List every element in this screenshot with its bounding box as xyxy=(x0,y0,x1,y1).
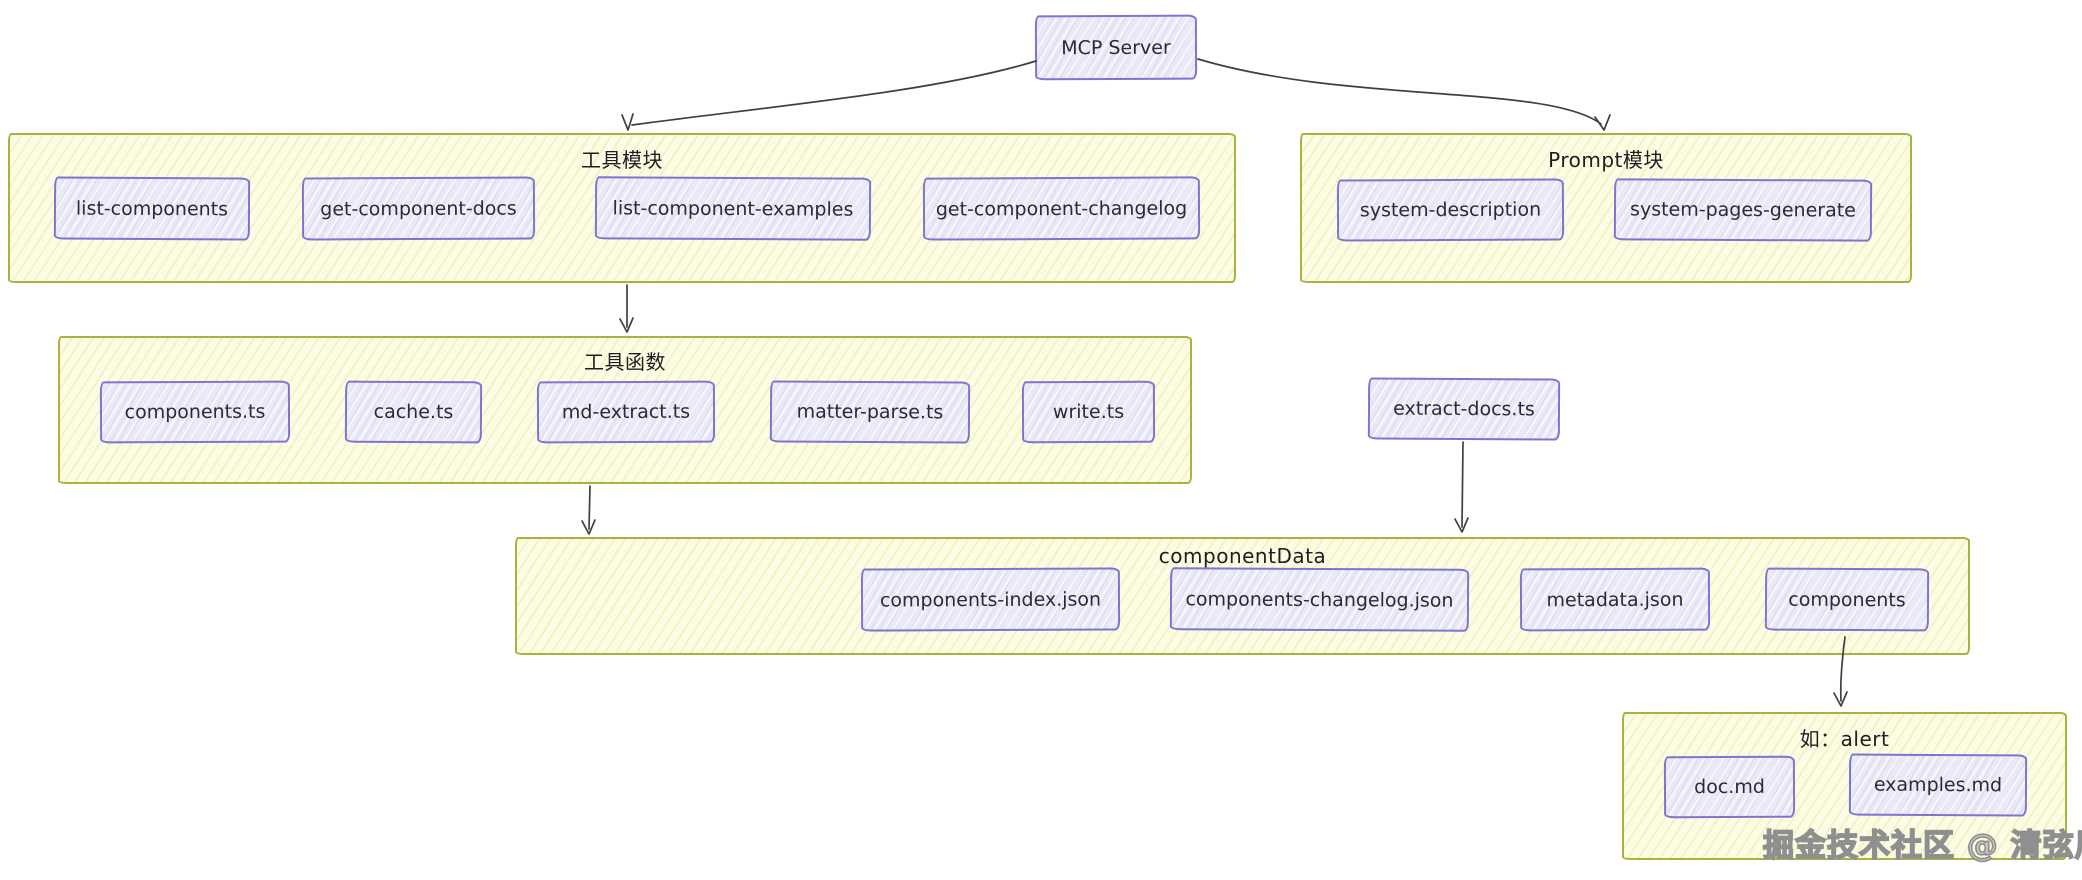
node-label: components.ts xyxy=(124,400,266,424)
node-label: components-changelog.json xyxy=(1185,587,1454,612)
node-label: matter-parse.ts xyxy=(796,400,944,424)
arrowhead-components-to-alert xyxy=(1833,691,1848,707)
arrow-utils-to-componentdata xyxy=(588,485,591,530)
arrow-mcp-to-prompt xyxy=(1197,58,1602,125)
group-utils-label: 工具函数 xyxy=(584,350,666,374)
node-label: md-extract.ts xyxy=(561,400,691,424)
group-prompt-label: Prompt模块 xyxy=(1548,148,1664,172)
node-label: get-component-changelog xyxy=(935,196,1188,221)
group-util-functions: 工具函数 components.ts cache.ts md-extract.t… xyxy=(58,336,1192,484)
node-system-description: system-description xyxy=(1336,178,1565,242)
node-label: list-components xyxy=(75,197,229,220)
node-components-changelog-json: components-changelog.json xyxy=(1169,567,1470,632)
node-mcp-server: MCP Server xyxy=(1034,14,1198,81)
group-tools-label: 工具模块 xyxy=(581,148,663,172)
node-components-index-json: components-index.json xyxy=(860,567,1121,632)
node-write-ts: write.ts xyxy=(1021,380,1156,444)
group-prompt-module: Prompt模块 system-description system-pages… xyxy=(1300,133,1912,283)
node-system-pages-generate: system-pages-generate xyxy=(1613,178,1873,242)
node-matter-parse-ts: matter-parse.ts xyxy=(769,380,971,444)
node-label: MCP Server xyxy=(1061,36,1171,59)
node-examples-md: examples.md xyxy=(1848,753,2028,817)
node-label: doc.md xyxy=(1694,775,1765,799)
arrowhead-mcp-to-tools xyxy=(621,113,634,131)
node-label: metadata.json xyxy=(1546,588,1684,611)
node-label: system-pages-generate xyxy=(1630,198,1856,222)
node-label: write.ts xyxy=(1052,400,1125,424)
node-label: components-index.json xyxy=(879,588,1102,611)
arrow-mcp-to-tools xyxy=(631,60,1037,126)
arrowhead-extractdocs-to-componentdata xyxy=(1454,517,1469,533)
group-alert-label: 如：alert xyxy=(1799,727,1890,751)
node-doc-md: doc.md xyxy=(1663,755,1796,819)
node-extract-docs-ts: extract-docs.ts xyxy=(1367,377,1561,441)
node-metadata-json: metadata.json xyxy=(1519,567,1711,632)
node-list-components: list-components xyxy=(53,176,251,241)
node-label: list-component-examples xyxy=(612,196,854,221)
node-label: cache.ts xyxy=(373,400,454,424)
group-alert-example: 如：alert doc.md examples.md xyxy=(1622,712,2067,860)
arrow-extractdocs-to-componentdata xyxy=(1461,441,1464,528)
node-components-dir: components xyxy=(1764,567,1930,632)
node-label: get-component-docs xyxy=(320,197,517,220)
node-get-component-changelog: get-component-changelog xyxy=(922,176,1201,241)
node-list-component-examples: list-component-examples xyxy=(594,176,872,241)
node-label: extract-docs.ts xyxy=(1393,397,1535,421)
arrowhead-tools-to-utils xyxy=(619,317,634,333)
node-md-extract-ts: md-extract.ts xyxy=(536,380,716,444)
arrowhead-mcp-to-prompt xyxy=(1594,114,1611,131)
group-component-data: componentData components-index.json comp… xyxy=(515,537,1970,655)
group-tools-module: 工具模块 list-components get-component-docs … xyxy=(8,133,1236,283)
node-components-ts: components.ts xyxy=(99,380,291,444)
node-get-component-docs: get-component-docs xyxy=(301,176,536,241)
node-label: examples.md xyxy=(1873,773,2003,797)
watermark-text: 掘金技术社区 @ 清弦居士 xyxy=(1762,827,2082,865)
node-label: system-description xyxy=(1359,198,1542,222)
node-label: components xyxy=(1788,588,1906,611)
group-component-data-label: componentData xyxy=(1158,544,1327,568)
arrowhead-utils-to-componentdata xyxy=(581,519,596,535)
node-cache-ts: cache.ts xyxy=(344,380,483,444)
